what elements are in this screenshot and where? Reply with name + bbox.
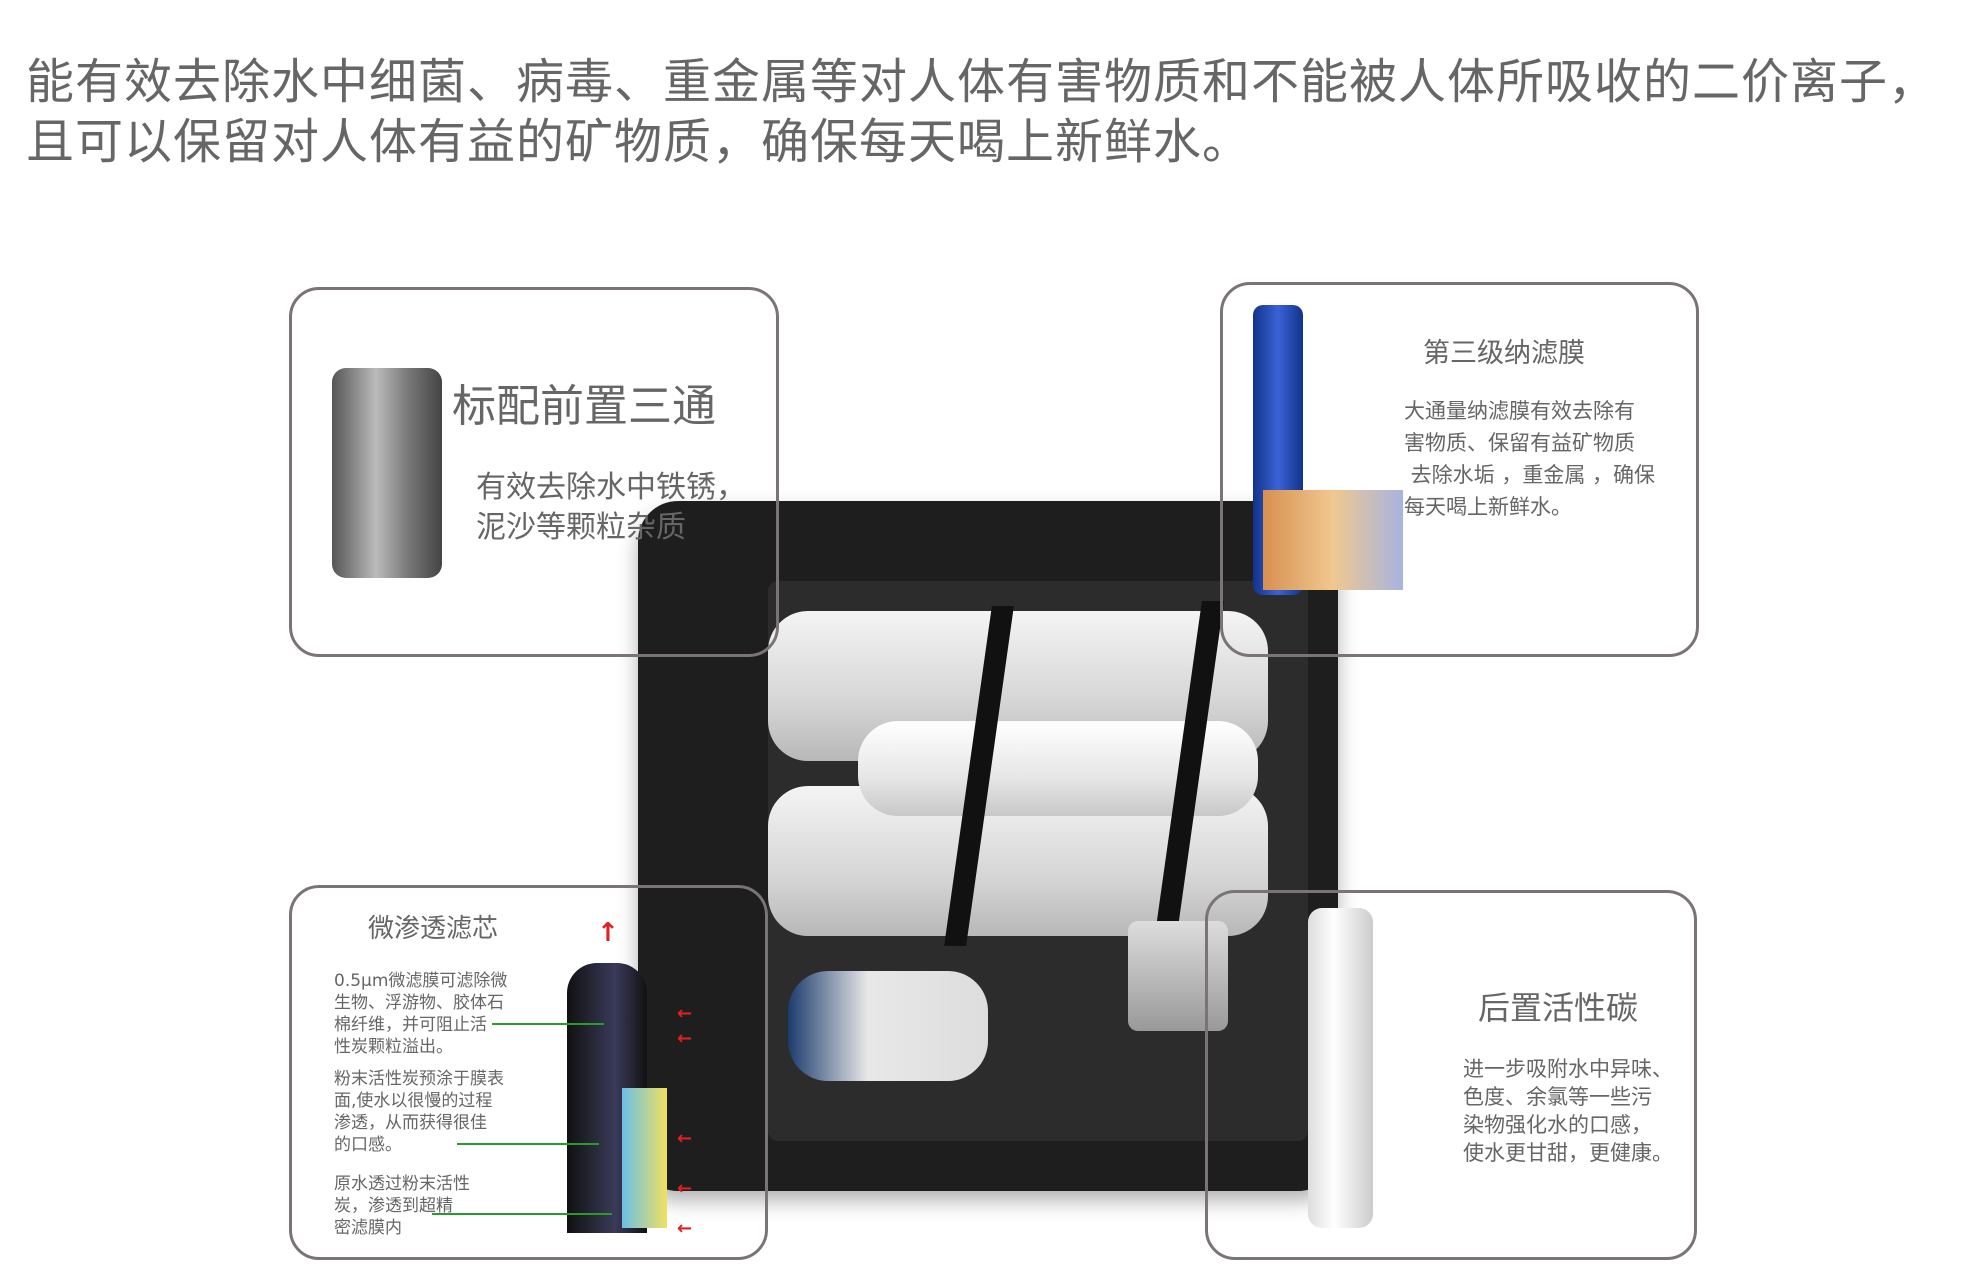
microfilter-title: 微渗透滤芯 [368,914,499,944]
water-out-arrow-icon: ↑ [597,918,619,948]
microfilter-para2: 粉末活性炭预涂于膜表 面,使水以很慢的过程 渗透，从而获得很佳 的口感。 [334,1068,504,1156]
headline-line-1: 能有效去除水中细菌、病毒、重金属等对人体有害物质和不能被人体所吸收的二价离子， [26,54,1938,110]
leader-line [432,1213,612,1215]
prefilter-callout: 标配前置三通 有效去除水中铁锈， 泥沙等颗粒杂质 [289,287,779,657]
nanofilter-line-1: 大通量纳滤膜有效去除有 [1404,399,1635,423]
text-line: 棉纤维，并可阻止活 [334,1015,487,1035]
membrane-cutaway [1263,490,1403,590]
headline-line-2: 且可以保留对人体有益的矿物质，确保每天喝上新鲜水。 [26,114,1252,170]
carbon-filter-image [1308,908,1373,1228]
text-line: 面,使水以很慢的过程 [334,1091,493,1111]
headline: 能有效去除水中细菌、病毒、重金属等对人体有害物质和不能被人体所吸收的二价离子， … [26,52,1937,172]
nanofilter-callout: 第三级纳滤膜 大通量纳滤膜有效去除有 害物质、保留有益矿物质 去除水垢 ，重金属… [1220,282,1699,657]
water-in-arrow-icon: ← [677,1178,693,1199]
tee-fitting-image [332,368,442,578]
water-in-arrow-icon: ← [677,1028,693,1049]
text-line: 的口感。 [334,1135,402,1155]
prefilter-title: 标配前置三通 [452,381,716,432]
booster-pump [788,971,988,1081]
text-line: 性炭颗粒溢出。 [334,1037,453,1057]
leader-line [492,1023,604,1025]
nanofilter-line-3: 去除水垢 ，重金属 ，确保 [1404,463,1656,487]
microfilter-para1: 0.5μm微滤膜可滤除微 生物、浮游物、胶体石 棉纤维，并可阻止活 性炭颗粒溢出… [334,970,507,1058]
postcarbon-title: 后置活性碳 [1478,989,1639,1027]
water-in-arrow-icon: ← [677,1003,693,1024]
text-line: 粉末活性炭预涂于膜表 [334,1069,504,1089]
leader-line [457,1143,599,1145]
prefilter-desc-2: 泥沙等颗粒杂质 [476,510,686,545]
carbon-layer-image [622,1088,667,1228]
text-line: 0.5μm微滤膜可滤除微 [334,971,508,991]
water-in-arrow-icon: ← [677,1218,693,1239]
text-line: 炭，渗透到超精 [334,1196,453,1216]
microfilter-para3: 原水透过粉末活性 炭，渗透到超精 密滤膜内 [334,1173,470,1239]
text-line: 密滤膜内 [334,1218,402,1238]
postcarbon-callout: 后置活性碳 进一步吸附水中异味、 色度、余氯等一些污 染物强化水的口感， 使水更… [1205,890,1697,1260]
text-line: 渗透，从而获得很佳 [334,1113,487,1133]
text-line: 生物、浮游物、胶体石 [334,993,504,1013]
water-in-arrow-icon: ← [677,1128,693,1149]
microfilter-callout: 微渗透滤芯 ↑ ← ← ← ← ← 0.5μm微滤膜可滤除微 生物、浮游物、胶体… [289,885,768,1260]
postcarbon-line-3: 染物强化水的口感， [1463,1113,1652,1137]
text-line: 原水透过粉末活性 [334,1174,470,1194]
postcarbon-line-4: 使水更甘甜，更健康。 [1463,1141,1673,1165]
solenoid-valve [1128,921,1228,1031]
postcarbon-line-1: 进一步吸附水中异味、 [1463,1057,1673,1081]
nanofilter-title: 第三级纳滤膜 [1423,338,1585,369]
postcarbon-line-2: 色度、余氯等一些污 [1463,1085,1652,1109]
prefilter-desc-1: 有效去除水中铁锈， [476,470,746,505]
nanofilter-line-2: 害物质、保留有益矿物质 [1404,431,1635,455]
nanofilter-line-4: 每天喝上新鲜水。 [1404,495,1572,519]
